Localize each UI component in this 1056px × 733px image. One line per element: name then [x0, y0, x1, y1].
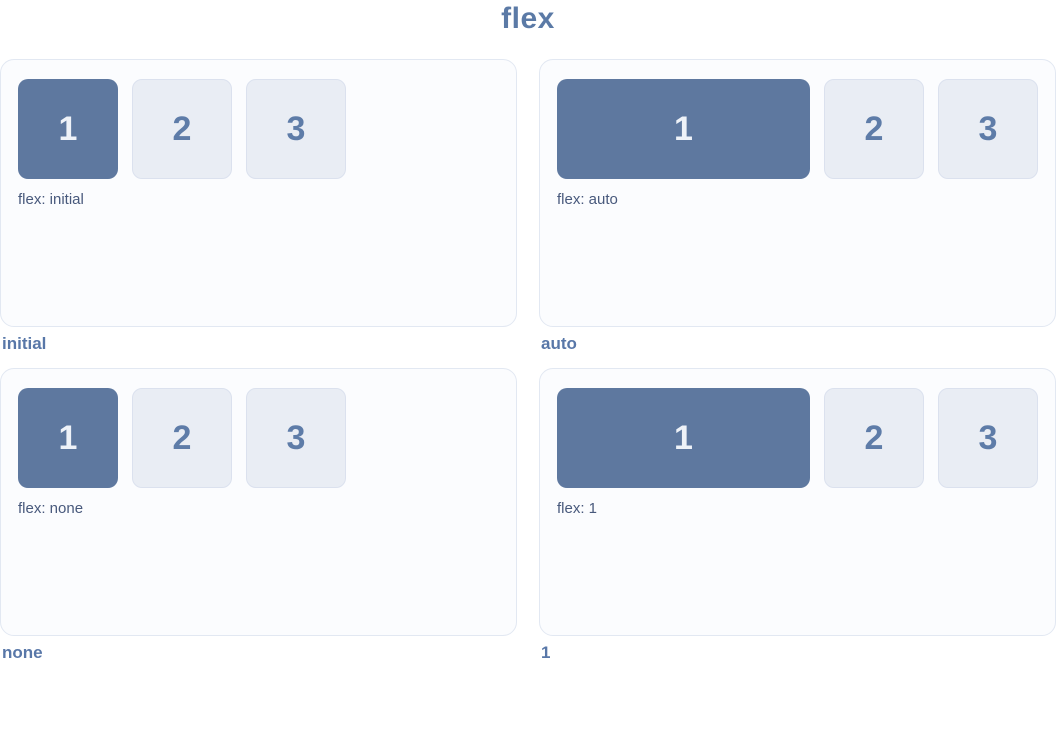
panel-label-initial: initial — [2, 334, 47, 353]
demo-panel-none: 1 2 3 flex: none — [0, 368, 517, 636]
flex-item-3: 3 — [246, 79, 346, 179]
flex-item-3: 3 — [938, 79, 1038, 179]
demo-cell-1: 1 2 3 flex: 1 1 — [539, 368, 1056, 677]
demo-cell-none: 1 2 3 flex: none none — [0, 368, 517, 677]
flex-item-2: 2 — [132, 79, 232, 179]
panel-caption: flex: auto — [557, 191, 618, 208]
flex-item-3: 3 — [938, 388, 1038, 488]
panel-caption: flex: none — [18, 500, 84, 517]
flex-item-3: 3 — [246, 388, 346, 488]
flex-item-1: 1 — [18, 79, 118, 179]
flex-demo-grid: 1 2 3 flex: initial initial 1 2 3 flex: … — [0, 59, 1056, 677]
flex-item-2: 2 — [824, 79, 924, 179]
demo-panel-auto: 1 2 3 flex: auto — [539, 59, 1056, 327]
flex-item-2: 2 — [824, 388, 924, 488]
demo-panel-initial: 1 2 3 flex: initial — [0, 59, 517, 327]
flex-container-none: 1 2 3 — [18, 388, 499, 488]
flex-container-1: 1 2 3 — [557, 388, 1038, 488]
demo-panel-1: 1 2 3 flex: 1 — [539, 368, 1056, 636]
panel-caption: flex: initial — [18, 191, 84, 208]
flex-item-1: 1 — [557, 79, 810, 179]
panel-label-1: 1 — [541, 643, 551, 662]
flex-container-initial: 1 2 3 — [18, 79, 499, 179]
panel-label-auto: auto — [541, 334, 577, 353]
page-title: flex — [501, 2, 555, 35]
demo-cell-initial: 1 2 3 flex: initial initial — [0, 59, 517, 368]
flex-item-2: 2 — [132, 388, 232, 488]
demo-cell-auto: 1 2 3 flex: auto auto — [539, 59, 1056, 368]
flex-item-1: 1 — [557, 388, 810, 488]
panel-caption: flex: 1 — [557, 500, 598, 517]
flex-item-1: 1 — [18, 388, 118, 488]
flex-container-auto: 1 2 3 — [557, 79, 1038, 179]
panel-label-none: none — [2, 643, 43, 662]
